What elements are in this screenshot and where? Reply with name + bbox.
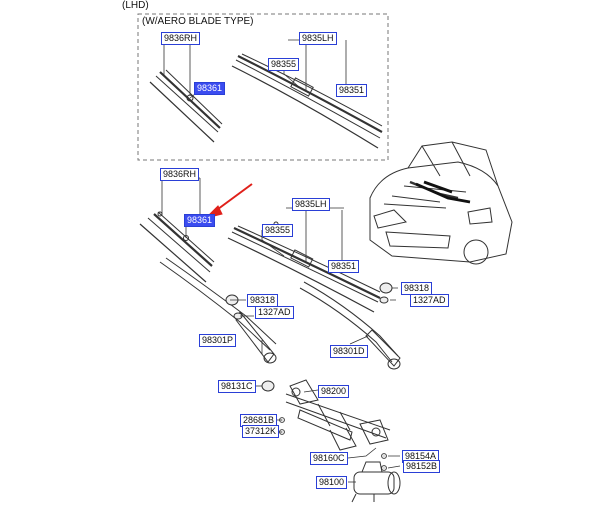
part-label-98152b[interactable]: 98152B	[403, 460, 441, 473]
part-label-1327ad-left[interactable]: 1327AD	[255, 306, 294, 319]
part-label-1327ad-right[interactable]: 1327AD	[410, 294, 449, 307]
part-label-98361[interactable]: 98361	[184, 214, 216, 227]
bolts	[279, 417, 387, 471]
part-label-37312k[interactable]: 37312K	[242, 425, 280, 438]
part-label-inset-98351[interactable]: 98351	[336, 84, 368, 97]
part-label-98100[interactable]: 98100	[316, 476, 348, 489]
inset-rh-blade	[149, 69, 223, 143]
part-label-98355[interactable]: 98355	[262, 224, 294, 237]
inset-leader-lines	[163, 39, 347, 99]
part-label-98301p[interactable]: 98301P	[199, 334, 237, 347]
car-wiper-highlight	[415, 180, 471, 204]
part-label-inset-98361[interactable]: 98361	[194, 82, 226, 95]
part-label-inset-9836rh[interactable]: 9836RH	[161, 32, 201, 45]
lh-wiper-arm	[299, 281, 401, 370]
wiper-motor	[351, 461, 401, 503]
part-label-inset-9835lh[interactable]: 9835LH	[299, 32, 337, 45]
part-label-98200[interactable]: 98200	[318, 385, 350, 398]
part-label-98351[interactable]: 98351	[328, 260, 360, 273]
car-illustration	[369, 141, 513, 265]
wiper-linkage	[285, 379, 391, 451]
part-label-98301d[interactable]: 98301D	[330, 345, 368, 358]
part-label-98160c[interactable]: 98160C	[310, 452, 348, 465]
inset-lh-blade	[231, 53, 383, 149]
lh-blade	[227, 221, 381, 313]
part-label-inset-98355[interactable]: 98355	[268, 58, 300, 71]
aero-blade-inset-frame	[137, 13, 389, 161]
pointer-arrow	[204, 183, 253, 219]
region-label: (LHD)	[122, 0, 149, 11]
inset-title: (W/AERO BLADE TYPE)	[142, 16, 254, 27]
part-label-9835lh[interactable]: 9835LH	[292, 198, 330, 211]
part-label-98131c[interactable]: 98131C	[218, 380, 256, 393]
rh-blade	[139, 211, 215, 283]
part-label-9836rh[interactable]: 9836RH	[160, 168, 200, 181]
